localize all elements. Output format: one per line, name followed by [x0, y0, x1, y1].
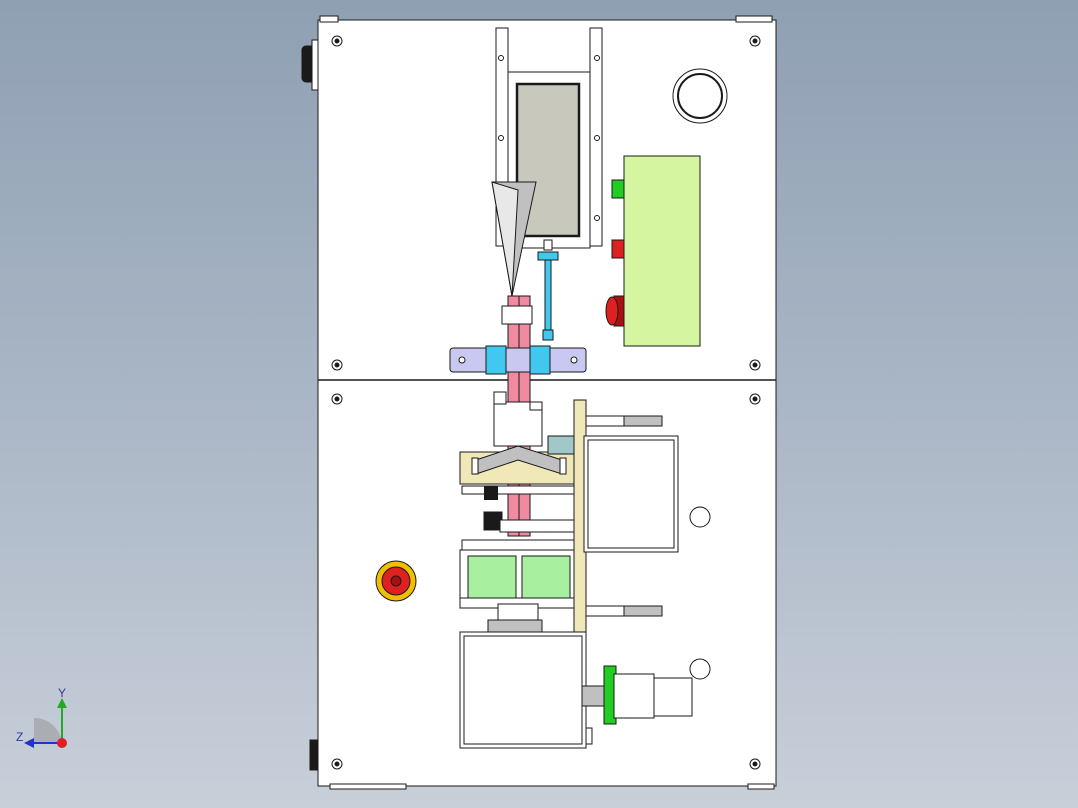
mounting-plate: [449, 345, 587, 375]
lower-enclosure: [459, 631, 593, 749]
start-button[interactable]: [611, 179, 625, 199]
control-box: [623, 155, 701, 347]
axis-y-label: Y: [58, 686, 67, 700]
triad-arc: [34, 717, 62, 743]
emergency-stop-button[interactable]: [375, 560, 417, 602]
middle-bracket: [461, 485, 575, 551]
servo-motor: [581, 665, 693, 725]
emergency-stop-button-upper[interactable]: [605, 295, 625, 327]
stop-button[interactable]: [611, 239, 625, 259]
bracket-tab: [484, 486, 498, 500]
shaft-coupling: [487, 603, 543, 635]
origin-dot-icon: [57, 738, 67, 748]
hopper-cone: [491, 181, 537, 297]
coordinate-triad: Y Z: [10, 686, 80, 756]
panel-screws: [331, 35, 761, 770]
sensor-rod: [537, 239, 559, 341]
side-enclosure: [583, 435, 711, 680]
round-gauge: [672, 68, 728, 124]
display-screen: [515, 82, 581, 238]
side-arms: [585, 415, 663, 617]
axis-z-label: Z: [16, 730, 24, 744]
upper-bracket: [493, 391, 543, 447]
drive-motors: [459, 549, 575, 609]
